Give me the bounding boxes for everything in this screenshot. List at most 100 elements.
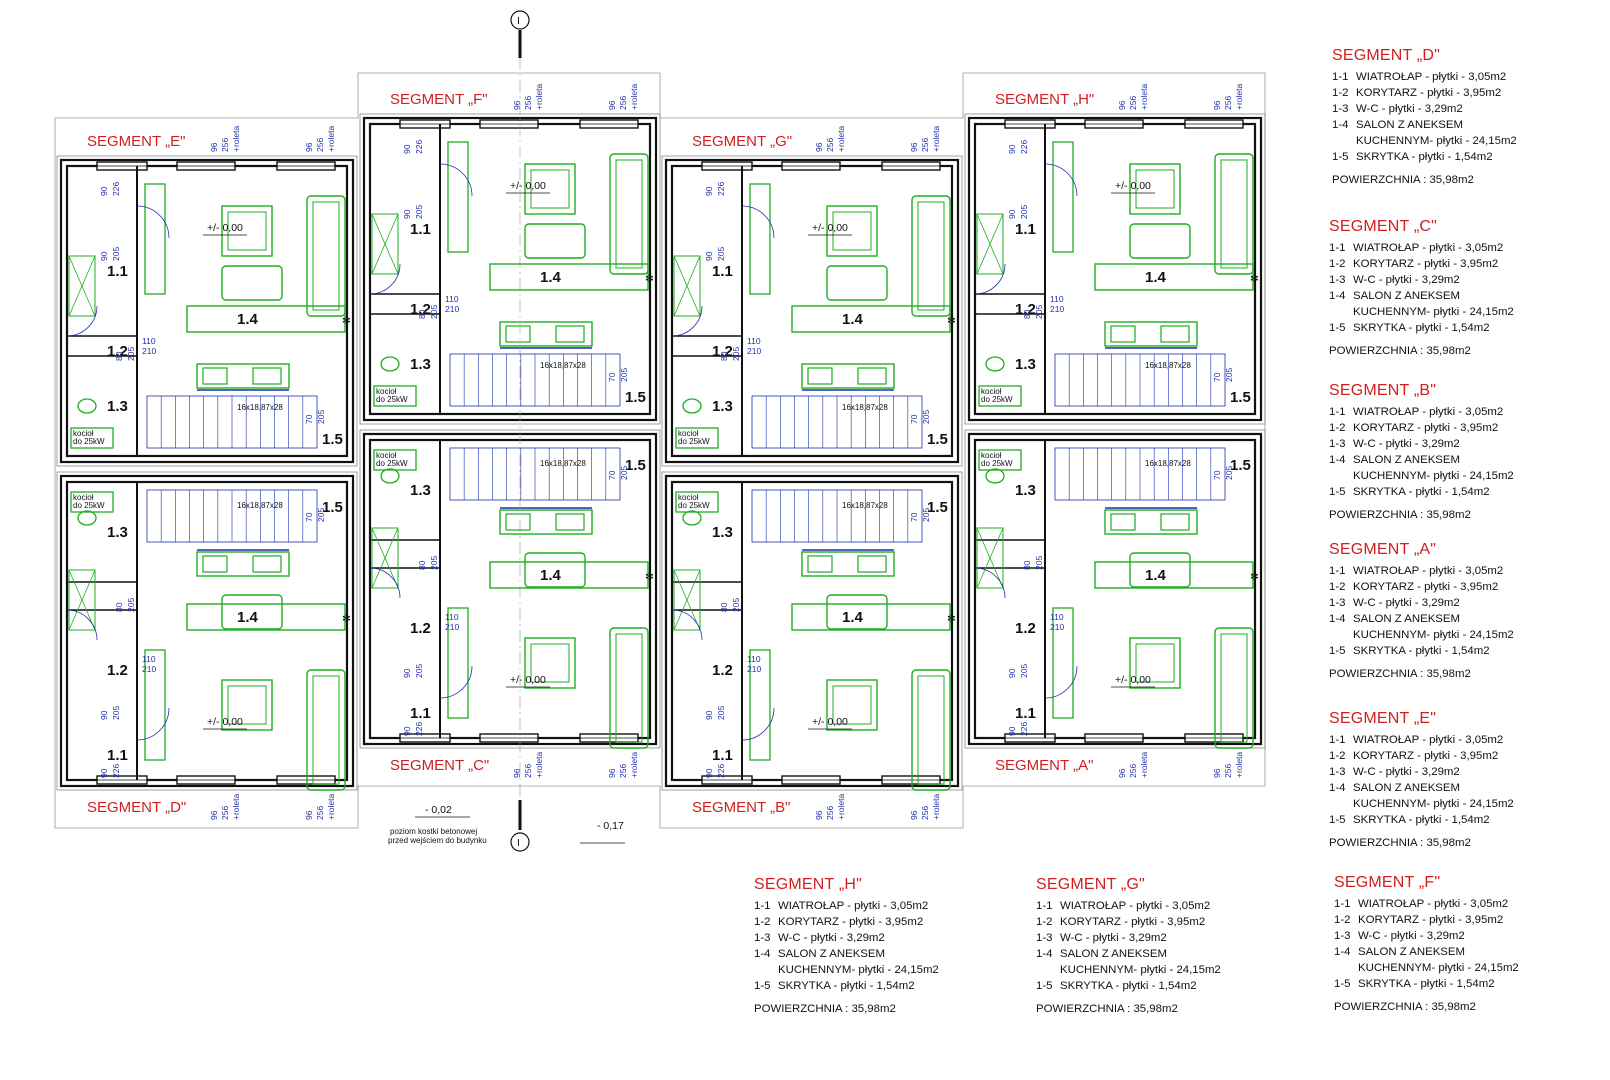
staircase: 16x18,87x28 [449,447,621,501]
boiler [978,385,1022,407]
counter [196,363,290,389]
shaft-cross [673,569,701,631]
dimension-label: 70 [607,470,617,480]
dimension-label: 70 [607,372,617,382]
boiler [675,427,719,449]
table-top [832,211,872,251]
legend-area: POWIERZCHNIA : 35,98m2 [1036,1003,1178,1015]
elevation-label: +/- 0,00 [510,674,546,686]
kitchen-counter [801,363,895,391]
dimension-label: 90 [704,710,714,720]
section-marker-icon [510,832,530,852]
elevation-label: +/- 0,00 [1115,180,1151,192]
fan-icon: ✻ [645,273,654,285]
legend-title: SEGMENT „G" [1036,876,1145,893]
boiler-label: kocioł [376,451,397,460]
toilet [985,356,1005,372]
room-number: 1.4 [237,311,259,328]
dimension-label: 205 [1019,205,1029,219]
dimension-label: 96 [1212,768,1222,778]
stairs-label: 16x18,87x28 [237,501,283,510]
dimension-label: 205 [921,508,931,522]
cooktop [1160,513,1190,531]
room-number: 1.2 [410,301,431,318]
door-swing [439,665,473,699]
dimension-label: 210 [142,664,156,674]
dimension-label: 256 [523,96,533,110]
dimension-label: 70 [1212,372,1222,382]
wardrobe [144,649,166,761]
fan-icon: ✻ [645,571,654,583]
dimension-label: 205 [316,410,326,424]
dimension-label: 205 [731,598,741,612]
level-terrain-label: - 0,17 [597,820,624,832]
sofa [1214,153,1254,275]
dimension-label: 80 [719,602,729,612]
room-number: 1.3 [107,398,128,415]
fan-icon: ✻ [947,315,956,327]
dimension-label: 96 [512,100,522,110]
dimension-label: 205 [1224,466,1234,480]
cooktop [1160,325,1190,343]
door-swing [66,609,98,641]
dimension-label: 205 [921,410,931,424]
dimension-label: 96 [909,810,919,820]
outline-boundary [54,72,1266,829]
dimension-label: 96 [814,810,824,820]
segment-label: SEGMENT „G" [692,133,792,150]
staircase: 16x18,87x28 [751,489,923,543]
fan-icon: ✻ [947,613,956,625]
dimension-label: 210 [747,664,761,674]
installation-shaft [673,569,701,631]
dimension-label: 96 [814,142,824,152]
dimension-label: 256 [825,806,835,820]
legend-title: SEGMENT „B" [1329,382,1437,399]
room-number: 1.3 [712,524,733,541]
dimension-label: 205 [316,508,326,522]
boiler-capacity: do 25kW [376,395,408,404]
counter [196,551,290,577]
dimension-label: 205 [414,205,424,219]
dimension-label: +roleta [931,126,941,152]
dimension-label: 110 [1050,612,1064,622]
outer-wall [967,116,1263,422]
table [1129,637,1181,689]
dimension-label: +roleta [1139,752,1149,778]
dimension-label: 70 [304,512,314,522]
room-number: 1.4 [540,567,562,584]
boiler [70,491,114,513]
dimension-label: 210 [1050,304,1064,314]
sofa [1214,627,1254,749]
dimension-label: 90 [99,251,109,261]
sink [1110,325,1136,343]
sofa-cushion [917,675,945,785]
insulation-line [964,113,1266,425]
room-number: 1.2 [1015,620,1036,637]
outer-wall [59,474,355,788]
sofa-cushion [1220,633,1248,743]
door-swing [741,707,775,741]
kitchen-unit [1094,561,1254,589]
boiler-capacity: do 25kW [678,437,710,446]
legend-row-continued: KUCHENNYM- płytki - 24,15m2 [1353,470,1514,482]
level-note: przed wejściem do budynku [388,836,487,845]
dimension-label: +roleta [629,752,639,778]
boiler-label: kocioł [678,429,699,438]
cooktop [555,325,585,343]
living-furniture [221,195,346,317]
outer-wall [664,474,960,788]
sofa-cushion [312,675,340,785]
room-number: 1.4 [842,311,864,328]
dimension-label: 90 [704,186,714,196]
room-number: 1.5 [1230,457,1251,474]
dimension-label: +roleta [1234,752,1244,778]
shaft [976,213,1004,275]
